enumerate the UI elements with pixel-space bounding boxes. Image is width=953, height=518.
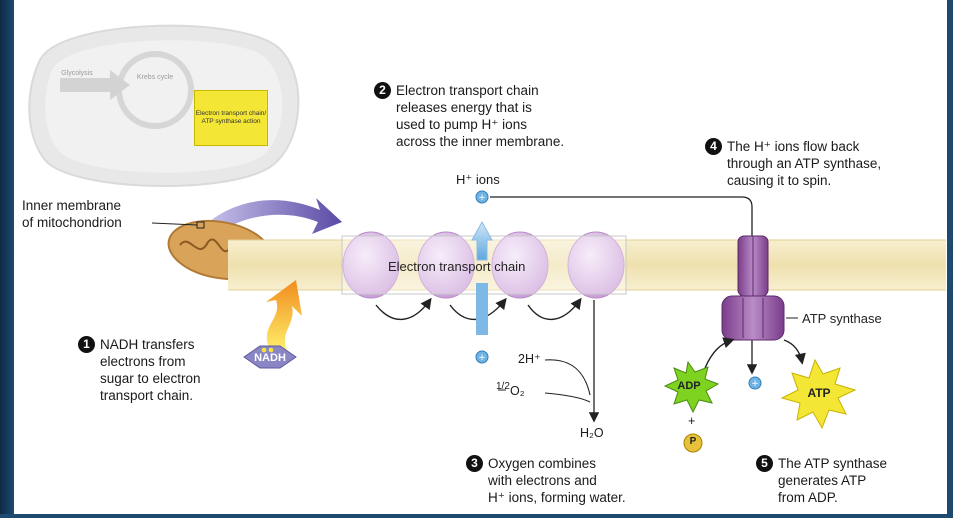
etc-label: Electron transport chain bbox=[388, 259, 526, 274]
adp-label: ADP bbox=[677, 380, 701, 392]
nadh-energy-arrow bbox=[266, 280, 302, 352]
zoom-arrow bbox=[205, 198, 342, 235]
frame-bottom-border bbox=[0, 514, 953, 518]
adp-in-arrow bbox=[704, 337, 735, 369]
proton-flow-line bbox=[490, 196, 758, 375]
proton-pump-stem bbox=[476, 283, 488, 335]
phosphate-label: P bbox=[689, 436, 697, 447]
etc-proteins bbox=[342, 231, 625, 299]
h-ion: + bbox=[475, 350, 489, 364]
proton-pump-arrow bbox=[471, 220, 493, 261]
nadh-hexagon bbox=[243, 345, 297, 369]
atp-out-arrow bbox=[783, 339, 806, 365]
atp-burst bbox=[780, 358, 857, 430]
step-4-number: 4 bbox=[705, 138, 722, 155]
phosphate-circle bbox=[683, 433, 703, 453]
nadh-label: NADH bbox=[254, 352, 286, 364]
membrane-label-line1: Inner membrane bbox=[22, 198, 122, 213]
h-ion: + bbox=[748, 376, 762, 390]
plus-sign: + bbox=[688, 414, 696, 428]
step-2-number: 2 bbox=[374, 82, 391, 99]
frame-right-border bbox=[947, 0, 953, 518]
two-h-label: 2H⁺ bbox=[518, 352, 541, 366]
svg-text:+: + bbox=[478, 353, 486, 363]
h-ions-label: H⁺ ions bbox=[456, 172, 500, 187]
o2-label: O₂ bbox=[510, 384, 525, 398]
svg-text:+: + bbox=[478, 193, 486, 203]
svg-text:+: + bbox=[751, 379, 759, 389]
step-5-number: 5 bbox=[756, 455, 773, 472]
half-label: 1/2 bbox=[496, 381, 510, 392]
hydrogen-join-line bbox=[544, 359, 591, 396]
h-ion: + bbox=[475, 190, 489, 204]
atp-label: ATP bbox=[807, 386, 831, 400]
oxygen-join-line bbox=[544, 392, 591, 403]
frame-left-border bbox=[0, 0, 14, 518]
atp-synthase bbox=[721, 235, 798, 341]
atp-synthase-label: ATP synthase bbox=[802, 311, 882, 326]
adp-burst bbox=[663, 360, 720, 414]
membrane-label-line2: of mitochondrion bbox=[22, 215, 122, 230]
step-3-number: 3 bbox=[466, 455, 483, 472]
etc-highlight-box: Electron transport chain/ ATP synthase a… bbox=[194, 90, 268, 146]
krebs-cycle-label: Krebs cycle bbox=[136, 74, 174, 81]
electron-hops bbox=[375, 297, 582, 321]
water-label: H₂O bbox=[580, 426, 604, 440]
glycolysis-label: Glycolysis bbox=[61, 70, 93, 77]
step-1-number: 1 bbox=[78, 336, 95, 353]
